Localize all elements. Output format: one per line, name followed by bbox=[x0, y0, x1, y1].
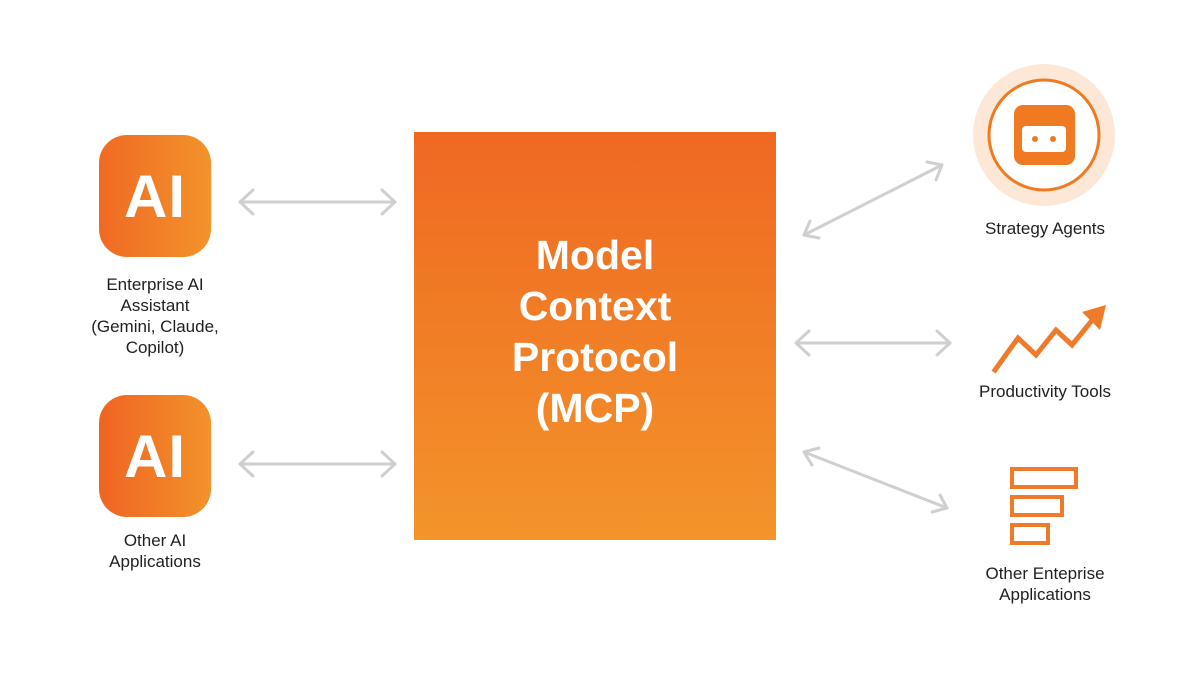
mcp-box: Model Context Protocol (MCP) bbox=[414, 132, 776, 540]
label-line: Copilot) bbox=[125, 338, 185, 357]
strategy-agents-label: Strategy Agents bbox=[950, 218, 1140, 239]
connector-arrow bbox=[802, 160, 944, 240]
label-line: (Gemini, Claude, bbox=[91, 317, 219, 336]
mcp-title-line: (MCP) bbox=[535, 385, 655, 431]
productivity-tools-label: Productivity Tools bbox=[950, 381, 1140, 402]
connector-arrow bbox=[794, 329, 952, 357]
stacked-bars-icon bbox=[1010, 467, 1078, 545]
other-ai-applications-icon: AI bbox=[99, 395, 211, 517]
connector-arrow bbox=[802, 446, 949, 514]
connector-arrow bbox=[238, 450, 397, 478]
ai-icon-text: AI bbox=[124, 162, 186, 230]
other-enterprise-applications-label: Other Enteprise Applications bbox=[945, 563, 1145, 605]
mcp-title: Model Context Protocol (MCP) bbox=[445, 230, 745, 434]
connector-arrow bbox=[238, 188, 397, 216]
label-line: Applications bbox=[999, 585, 1091, 604]
other-ai-applications-label: Other AI Applications bbox=[60, 530, 250, 572]
enterprise-ai-assistant-icon: AI bbox=[99, 135, 211, 257]
mcp-title-line: Model bbox=[535, 232, 655, 278]
mcp-title-line: Protocol bbox=[511, 334, 679, 380]
label-line: Other Enteprise bbox=[985, 564, 1105, 583]
trending-up-arrow-icon bbox=[991, 305, 1106, 374]
label-line: Other AI bbox=[123, 531, 187, 550]
enterprise-ai-assistant-label: Enterprise AI Assistant (Gemini, Claude,… bbox=[60, 274, 250, 358]
label-line: Strategy Agents bbox=[984, 219, 1106, 238]
label-line: Productivity Tools bbox=[979, 382, 1111, 401]
ai-icon-text: AI bbox=[124, 422, 186, 490]
label-line: Enterprise AI bbox=[106, 275, 204, 294]
mcp-title-line: Context bbox=[518, 283, 672, 329]
robot-face-icon bbox=[973, 64, 1115, 206]
label-line: Applications bbox=[109, 552, 201, 571]
label-line: Assistant bbox=[120, 296, 190, 315]
